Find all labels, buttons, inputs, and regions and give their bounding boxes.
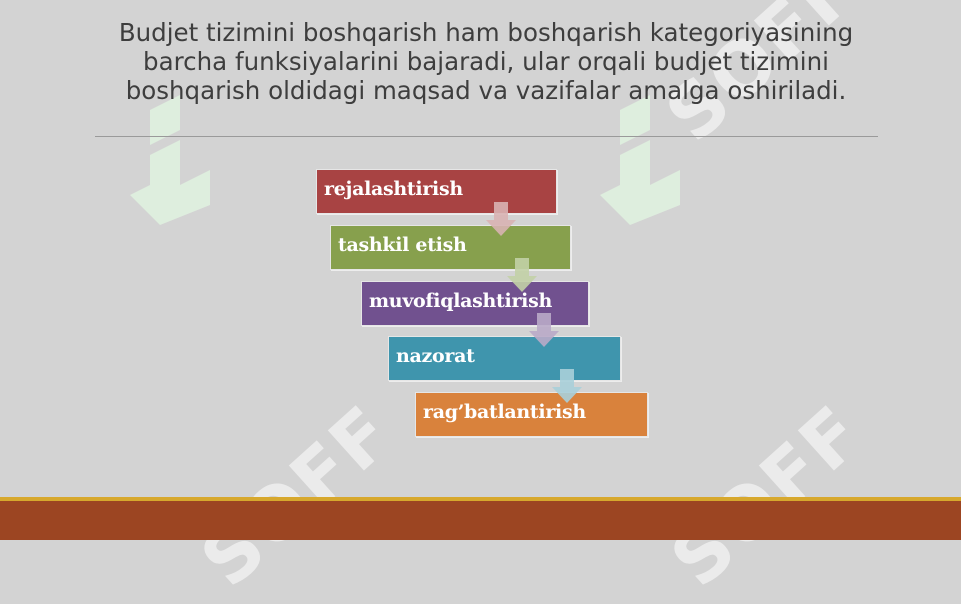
footer-accent-line — [0, 497, 961, 501]
watermark-logo-right — [600, 95, 680, 225]
step-label: muvofiqlashtirish — [369, 290, 552, 312]
step-label: tashkil etish — [338, 234, 467, 256]
arrow-down-icon — [507, 258, 537, 292]
step-label: nazorat — [396, 345, 475, 367]
slide-title: Budjet tizimini boshqarish ham boshqaris… — [118, 18, 854, 105]
step-nazorat: nazorat — [388, 336, 621, 381]
step-rejalashtirish: rejalashtirish — [316, 169, 557, 214]
step-label: rag’batlantirish — [423, 401, 586, 423]
watermark-logo-left — [130, 95, 210, 225]
footer-bar — [0, 501, 961, 540]
title-divider — [95, 136, 878, 137]
step-tashkil-etish: tashkil etish — [330, 225, 571, 270]
arrow-down-icon — [529, 313, 559, 347]
step-ragbatlantirish: rag’batlantirish — [415, 392, 648, 437]
step-label: rejalashtirish — [324, 178, 463, 200]
arrow-down-icon — [552, 369, 582, 403]
arrow-down-icon — [486, 202, 516, 236]
